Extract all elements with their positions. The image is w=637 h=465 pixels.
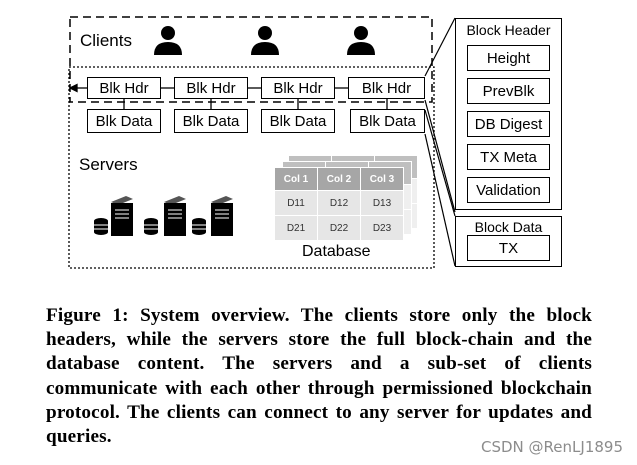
column-header: Col 3 [360,167,404,191]
figure-caption: Figure 1: System overview. The clients s… [46,305,592,448]
block-header-box: Blk Hdr [174,77,248,99]
block-header-box: Blk Hdr [261,77,335,99]
table-cell: D11 [274,190,318,216]
block-data-box: Blk Data [174,109,248,133]
block-data-box: Blk Data [261,109,335,133]
servers-region [68,66,435,269]
block-data-box: Blk Data [87,109,161,133]
person-icon [251,26,279,55]
block-header-panel-title: Block Header [466,22,551,38]
table-cell: D13 [360,190,404,216]
table-cell: D21 [274,215,318,241]
header-field-box: TX Meta [467,144,550,170]
table-cell: D22 [317,215,361,241]
server-icon [144,196,186,236]
column-header: Col 2 [317,167,361,191]
database-label: Database [302,243,371,260]
header-field-box: Validation [467,177,550,203]
table-cell: D23 [360,215,404,241]
data-field-box: TX [467,235,550,261]
block-data-box: Blk Data [350,109,425,133]
header-field-box: DB Digest [467,111,550,137]
servers-label: Servers [79,155,138,174]
diagram-lines [68,16,456,269]
header-data-links [123,99,388,109]
clients-label: Clients [80,31,132,50]
client-icons [154,26,375,55]
person-icon [347,26,375,55]
block-header-box: Blk Hdr [348,77,425,99]
database-table: Col 1 Col 2 Col 3 D11 D12 D13 D21 D22 D2… [274,167,404,241]
server-icon [94,196,133,236]
clients-region [69,16,433,103]
block-data-panel-title: Block Data [474,219,543,235]
column-header: Col 1 [274,167,318,191]
server-icons [94,196,233,236]
zoom-lines [424,17,456,267]
header-field-box: Height [467,45,550,71]
server-icon [192,196,233,236]
header-field-box: PrevBlk [467,78,550,104]
watermark: CSDN @RenLJ1895 [481,438,623,456]
table-cell: D12 [317,190,361,216]
person-icon [154,26,182,55]
block-header-box: Blk Hdr [87,77,161,99]
